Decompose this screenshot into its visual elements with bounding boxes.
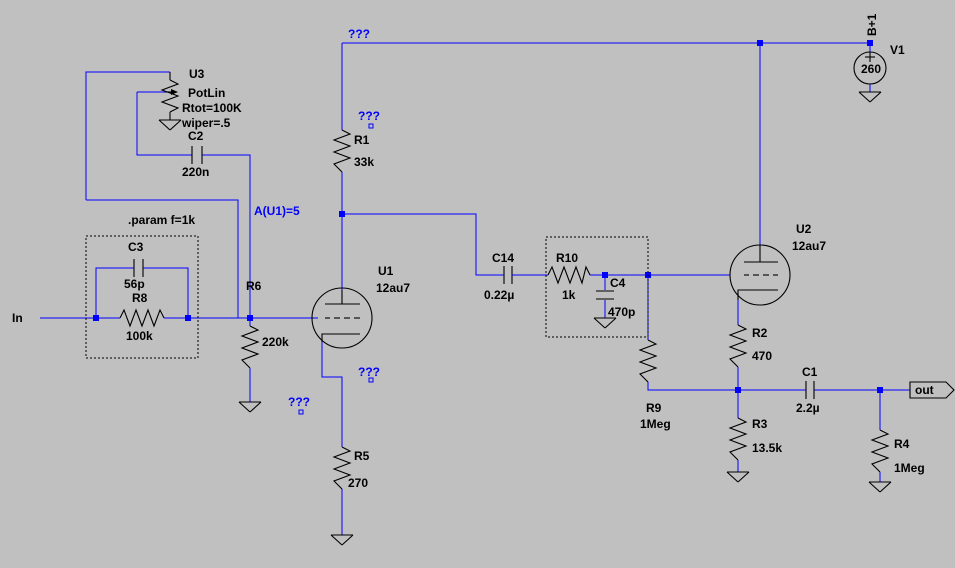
param-box	[85, 235, 199, 359]
r2-value: 470	[752, 349, 772, 363]
r3-ref: R3	[752, 417, 768, 431]
probe-markers	[298, 123, 374, 415]
u1-ref: U1	[378, 264, 394, 278]
unknown-label-top: ???	[348, 27, 370, 41]
r8-ref: R8	[132, 291, 148, 305]
c2-value: 220n	[182, 165, 209, 179]
r10-ref: R10	[556, 251, 578, 265]
c3-value: 56p	[124, 277, 145, 291]
r4-value: 1Meg	[894, 461, 925, 475]
r3-value: 13.5k	[752, 441, 782, 455]
r5-ref: R5	[354, 449, 370, 463]
c14-value: 0.22µ	[484, 288, 514, 302]
labels: In out .param f=1k A(U1)=5 ??? ??? ??? ?…	[12, 13, 934, 490]
resistor-r6[interactable]	[238, 325, 262, 413]
r6-value: 220k	[262, 335, 289, 349]
u3-model: PotLin	[188, 86, 225, 100]
unknown-label-cathode: ???	[288, 395, 310, 409]
tube-u1[interactable]	[311, 287, 373, 349]
capacitor-c1[interactable]	[805, 381, 815, 399]
voltage-source-v1[interactable]	[853, 51, 887, 103]
r1-value: 33k	[354, 155, 374, 169]
capacitor-c14[interactable]	[497, 266, 519, 284]
r9-ref: R9	[646, 401, 662, 415]
out-port[interactable]	[909, 381, 955, 399]
r9-value: 1Meg	[640, 417, 671, 431]
potentiometer-u3[interactable]	[158, 72, 182, 131]
r5-value: 270	[348, 476, 368, 490]
u2-ref: U2	[796, 222, 812, 236]
in-label: In	[12, 311, 23, 325]
resistor-r3[interactable]	[726, 417, 750, 483]
c3-ref: C3	[128, 240, 144, 254]
c2-ref: C2	[188, 129, 204, 143]
capacitor-c2[interactable]	[191, 146, 203, 164]
resistor-r5[interactable]	[330, 446, 354, 546]
u3-rtot: Rtot=100K	[182, 101, 242, 115]
param-directive: .param f=1k	[128, 213, 195, 227]
resistor-r8[interactable]	[119, 308, 165, 328]
resistor-r9[interactable]	[638, 339, 658, 383]
r6-ref: R6	[246, 279, 262, 293]
r2-ref: R2	[752, 326, 768, 340]
filter-box	[545, 236, 649, 338]
c4-ref: C4	[610, 276, 626, 290]
c14-ref: C14	[492, 251, 514, 265]
capacitor-c4[interactable]	[593, 290, 617, 329]
u3-wiper: wiper=.5	[181, 116, 231, 130]
v1-ref: V1	[890, 43, 905, 57]
tube-u2[interactable]	[729, 244, 791, 306]
capacitor-c3[interactable]	[124, 259, 153, 277]
c4-value: 470p	[608, 305, 635, 319]
b-plus-label: B+1	[865, 13, 879, 36]
v1-value: 260	[861, 62, 881, 76]
resistor-r4[interactable]	[868, 429, 892, 493]
u2-model: 12au7	[792, 239, 826, 253]
r10-value: 1k	[562, 288, 576, 302]
resistor-r10[interactable]	[547, 265, 591, 285]
out-label: out	[915, 383, 934, 397]
resistor-r1[interactable]	[332, 129, 352, 173]
u3-ref: U3	[189, 67, 205, 81]
c1-ref: C1	[802, 365, 818, 379]
r1-ref: R1	[354, 133, 370, 147]
gain-directive: A(U1)=5	[254, 204, 300, 218]
resistor-r2[interactable]	[728, 324, 748, 368]
u1-model: 12au7	[376, 281, 410, 295]
unknown-label-r1: ???	[358, 109, 380, 123]
r4-ref: R4	[894, 437, 910, 451]
c1-value: 2.2µ	[796, 401, 820, 415]
unknown-label-grid: ???	[358, 365, 380, 379]
r8-value: 100k	[126, 329, 153, 343]
